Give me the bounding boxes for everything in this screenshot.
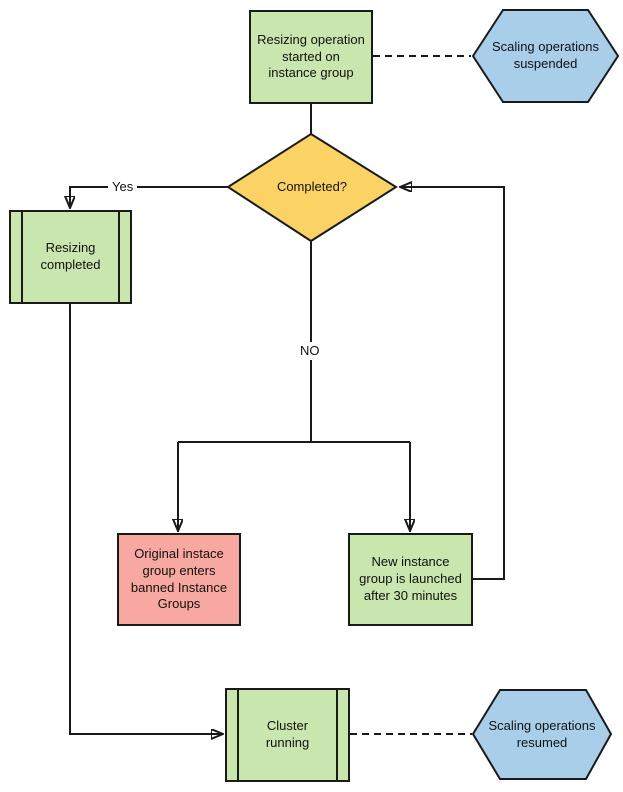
predefined-right-bar [336,690,338,780]
node-resizing-started: Resizing operation started on instance g… [249,10,373,104]
edge-label-yes: Yes [108,178,138,196]
edge-label-no: NO [296,342,324,360]
node-cluster-running: Cluster running [225,688,350,782]
node-resizing-started-label: Resizing operation started on instance g… [257,31,365,81]
node-resizing-completed: Resizing completed [9,210,132,304]
hexagon-suspended-shape [471,9,620,103]
node-cluster-running-label: Cluster running [265,718,310,750]
decision-diamond-shape [226,132,398,243]
node-resizing-completed-label: Resizing completed [40,240,101,272]
node-banned-instance-group: Original instace group enters banned Ins… [117,533,241,626]
hexagon-resumed-shape [471,689,613,780]
edge-new-group-feedback [401,187,505,580]
predefined-left-bar [237,690,239,780]
node-banned-instance-group-label: Original instace group enters banned Ins… [130,545,228,612]
edge-decision-yes [70,186,229,207]
node-new-instance-group: New instance group is launched after 30 … [348,533,473,626]
predefined-left-bar [21,212,23,302]
edge-resizing-to-cluster [69,304,222,734]
node-new-instance-group-label: New instance group is launched after 30 … [359,554,462,603]
predefined-right-bar [118,212,120,302]
